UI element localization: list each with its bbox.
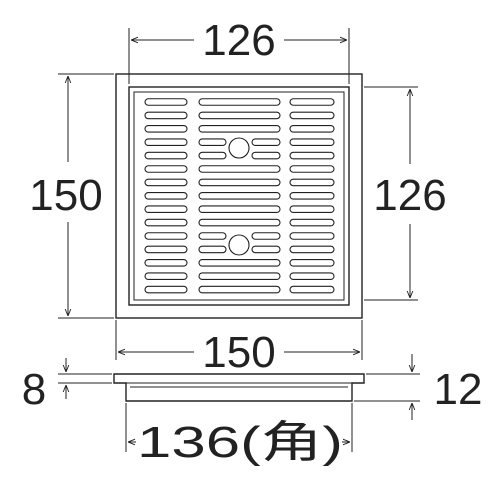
- grate-slot: [251, 245, 281, 254]
- grate-slot: [144, 98, 188, 106]
- grate-slot: [198, 98, 281, 106]
- grate-slot: [144, 272, 188, 281]
- dim-base-width: 136(角): [125, 403, 353, 467]
- dim-thickness: 8: [22, 358, 112, 414]
- grate-slot: [251, 151, 281, 160]
- dim-depth: 12: [354, 354, 482, 420]
- grate-top-view: [115, 73, 363, 319]
- grate-slot: [198, 272, 281, 281]
- grate-slot: [198, 151, 227, 160]
- bottom-width-label: 150: [202, 328, 275, 377]
- grate-slot: [289, 98, 335, 106]
- grate-slot: [251, 138, 281, 146]
- grate-slot: [289, 272, 335, 281]
- side-profile: [113, 373, 365, 402]
- top-width-label: 126: [202, 16, 275, 65]
- slot-pattern: [144, 98, 335, 294]
- grate-slot: [289, 245, 335, 254]
- grate-slot: [289, 111, 335, 120]
- grate-slot: [144, 218, 188, 227]
- grate-slot: [198, 192, 281, 200]
- grate-slot: [289, 285, 335, 294]
- dim-top-width: 126: [128, 16, 350, 84]
- grate-slot: [198, 111, 281, 120]
- outer-frame: [115, 73, 363, 319]
- grate-slot: [198, 138, 227, 146]
- grate-slot: [144, 125, 188, 133]
- grate-slot: [198, 218, 281, 227]
- grate-slot: [198, 232, 227, 240]
- dim-right-height: 126: [364, 86, 447, 301]
- lift-hole-lower: [228, 234, 250, 256]
- grate-slot: [289, 165, 335, 173]
- grate-slot: [144, 138, 188, 146]
- grate-slot: [289, 218, 335, 227]
- grate-slot: [289, 151, 335, 160]
- grate-slot: [144, 205, 188, 213]
- grate-slot: [198, 285, 281, 294]
- grate-slot: [289, 192, 335, 200]
- grate-slot: [198, 125, 281, 133]
- grate-slot: [144, 285, 188, 294]
- grate-slot: [198, 205, 281, 213]
- grate-slot: [198, 258, 281, 267]
- grate-slot: [144, 165, 188, 173]
- grate-slot: [289, 232, 335, 240]
- grate-slot: [144, 258, 188, 267]
- grate-slot: [198, 165, 281, 173]
- dim-left-height: 150: [29, 73, 114, 319]
- grate-slot: [144, 111, 188, 120]
- grate-slot: [251, 232, 281, 240]
- grate-slot: [144, 245, 188, 254]
- grate-slot: [144, 232, 188, 240]
- grate-slot: [289, 125, 335, 133]
- grate-plate: [133, 91, 345, 301]
- grate-slot: [198, 178, 281, 187]
- grate-slot: [289, 258, 335, 267]
- dim-bottom-width: 150: [115, 320, 363, 377]
- grate-slot: [144, 151, 188, 160]
- inner-frame: [128, 86, 350, 306]
- grate-slot: [144, 192, 188, 200]
- base-width-label: 136(角): [137, 418, 343, 467]
- thickness-label: 8: [22, 365, 46, 414]
- grate-slot: [289, 138, 335, 146]
- lift-hole-upper: [228, 137, 250, 159]
- grate-slot: [144, 178, 188, 187]
- grate-slot: [289, 205, 335, 213]
- depth-label: 12: [434, 365, 483, 414]
- left-height-label: 150: [29, 171, 102, 220]
- right-height-label: 126: [373, 171, 446, 220]
- grate-slot: [289, 178, 335, 187]
- grate-side-view: [113, 373, 365, 402]
- grate-slot: [198, 245, 227, 254]
